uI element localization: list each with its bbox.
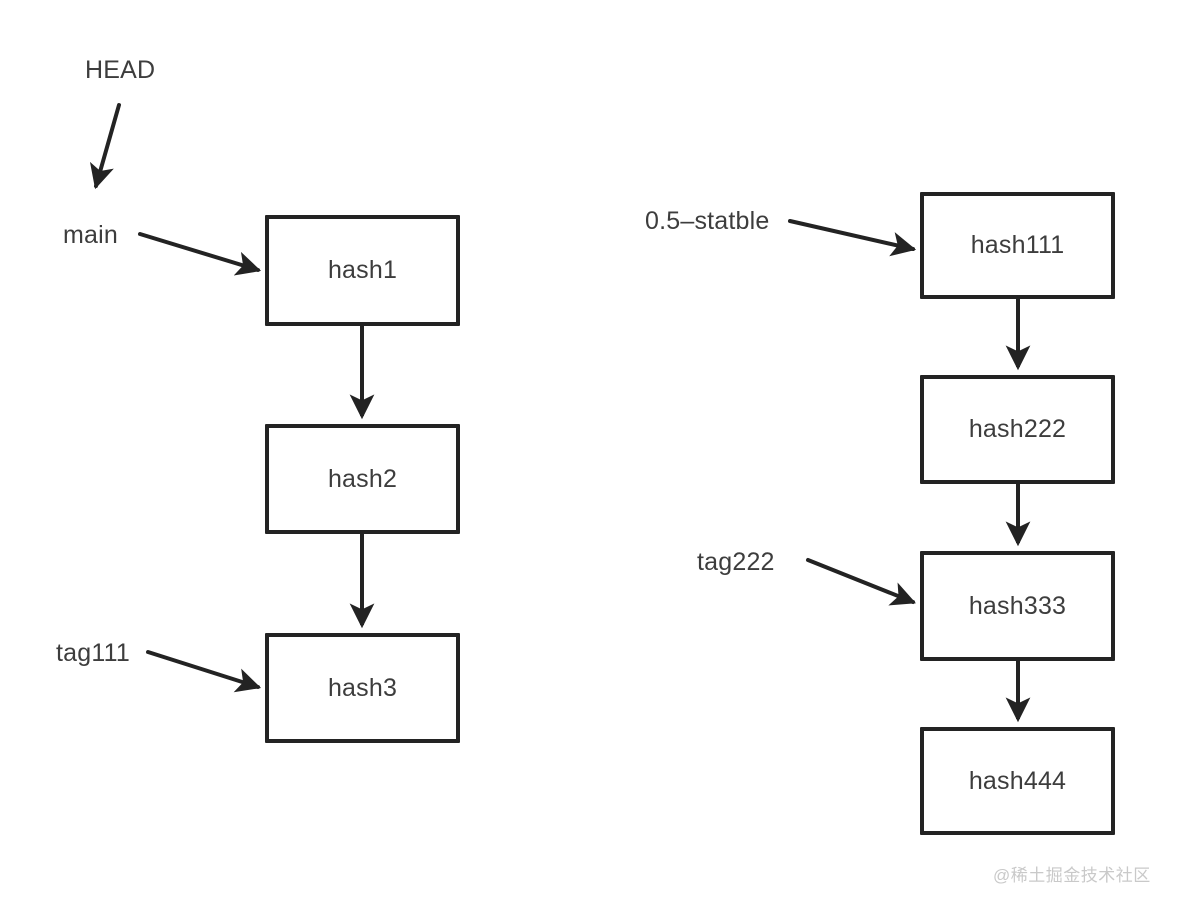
commit-box-hash111[interactable]: hash111 (920, 192, 1115, 299)
arrow-tag111-to-hash3 (146, 650, 262, 693)
commit-label-hash3: hash3 (327, 673, 398, 702)
commit-label-hash111: hash111 (970, 231, 1065, 259)
commit-box-hash1[interactable]: hash1 (265, 215, 460, 326)
ref-label-tag222: tag222 (697, 548, 775, 576)
commit-label-hash444: hash444 (968, 766, 1067, 795)
ref-label-05-statble: 0.5–statble (645, 207, 770, 235)
commit-box-hash2[interactable]: hash2 (265, 424, 460, 534)
ref-label-head: HEAD (85, 56, 156, 84)
watermark: @稀土掘金技术社区 (993, 866, 1151, 885)
commit-label-hash222: hash222 (968, 415, 1067, 443)
ref-label-tag111: tag111 (56, 639, 130, 667)
arrow-head-to-main (89, 103, 121, 190)
commit-box-hash3[interactable]: hash3 (265, 633, 460, 743)
commit-label-hash333: hash333 (968, 591, 1067, 620)
ref-label-main: main (63, 221, 118, 249)
commit-box-hash333[interactable]: hash333 (920, 551, 1115, 661)
commit-box-hash222[interactable]: hash222 (920, 375, 1115, 484)
commit-box-hash444[interactable]: hash444 (920, 727, 1115, 835)
commit-label-hash2: hash2 (327, 464, 398, 493)
arrow-tag222-to-hash333 (806, 558, 916, 606)
arrow-branch-to-hash111 (788, 219, 917, 257)
arrow-main-to-hash1 (138, 232, 262, 276)
commit-label-hash1: hash1 (327, 256, 398, 284)
